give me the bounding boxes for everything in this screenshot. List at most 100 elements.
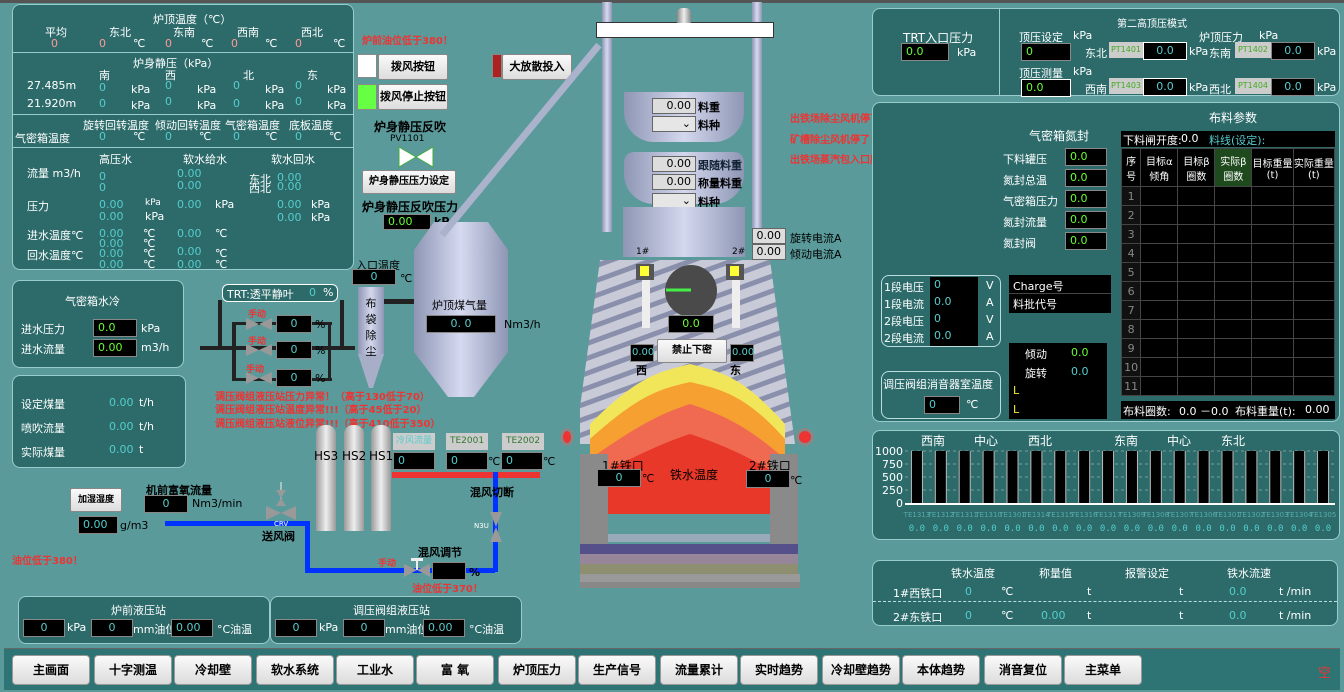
- big-release-button[interactable]: 大放散投入: [502, 54, 572, 80]
- silencer-value: 0: [924, 396, 960, 414]
- trt-valve-2-icon[interactable]: [246, 344, 272, 356]
- nav-button[interactable]: 实时趋势: [740, 655, 818, 685]
- data-label: 0.0: [1052, 524, 1068, 534]
- body-pressure-set-button[interactable]: 炉身静压压力设定: [362, 170, 456, 194]
- unit: kPa: [1317, 45, 1337, 58]
- nav-button[interactable]: 主画面: [12, 655, 90, 685]
- oxygen-flow-value: 0: [144, 495, 188, 513]
- elec-label: 2段电压: [884, 315, 924, 328]
- lower-type-label: 料种: [698, 196, 720, 209]
- nav-button[interactable]: 炉顶压力: [498, 655, 576, 685]
- soft-supply-pressure: 0.00: [177, 198, 202, 211]
- top-pressure-set-input[interactable]: 0: [1021, 43, 1071, 61]
- divider: [13, 52, 353, 53]
- alarm-dust-fan: 出铁场除尘风机停了！！！: [790, 114, 910, 125]
- bar-empty: [1103, 451, 1114, 503]
- distribution-footer: 布料圈数: 0.0 －0.0 布料重量(t): 0.00: [1121, 401, 1335, 419]
- hydraulic-temp-alarm: 调压阀组液压站温度异常!!!（高于45低于20）: [215, 405, 427, 416]
- airtight-temp-value: 0: [233, 130, 240, 143]
- stop-down-button[interactable]: 禁止下密: [657, 339, 727, 363]
- nav-button[interactable]: 软水系统: [256, 655, 334, 685]
- nav-button[interactable]: 工业水: [336, 655, 414, 685]
- table-cell: [1251, 243, 1294, 263]
- unit: kPa: [197, 83, 217, 96]
- iron-weigh: 0.00: [1041, 609, 1066, 622]
- body-back-title: 炉身静压反吹: [374, 120, 447, 134]
- x-tick-label: TE1309: [1118, 511, 1146, 519]
- unit: ℃: [215, 258, 228, 271]
- send-valve-icon[interactable]: [266, 506, 296, 520]
- unit: t: [139, 443, 144, 456]
- nav-button[interactable]: 消音复位: [984, 655, 1062, 685]
- blow-button[interactable]: 拨风按钮: [378, 54, 448, 80]
- station-oil-temp: 0.00: [171, 619, 213, 637]
- elec-label: 1段电流: [884, 298, 924, 311]
- pv1101-valve-icon[interactable]: [398, 146, 434, 168]
- dir-s: 南: [99, 69, 110, 82]
- rotate-value: 0.0: [1071, 365, 1089, 378]
- bag-filter-vessel: [358, 287, 384, 355]
- char: 布: [365, 297, 377, 310]
- x-tick-label: TE1308: [1142, 511, 1170, 519]
- nav-button[interactable]: 富 氧: [416, 655, 494, 685]
- blow-stop-button[interactable]: 拨风停止按钮: [378, 84, 448, 110]
- hp-out-temp: 0.00: [99, 247, 124, 260]
- table-cell: [1214, 205, 1253, 225]
- unit: t/h: [139, 420, 154, 433]
- nav-button[interactable]: 生产信号: [578, 655, 656, 685]
- data-label: 0.0: [1004, 524, 1020, 534]
- table-cell: [1177, 281, 1216, 301]
- dir: 西南: [1085, 83, 1107, 96]
- table-cell: [1251, 205, 1294, 225]
- row-index: 3: [1120, 224, 1142, 244]
- set-label: 顶压设定: [1019, 31, 1063, 44]
- airtight-cooling-panel: 气密箱水冷 进水压力 0.0 kPa 进水流量 0.00 m3/h: [12, 280, 184, 368]
- unit: ℃: [966, 398, 979, 411]
- trt-pipe: [328, 322, 331, 380]
- taphole-2-label: 2#铁口: [749, 459, 791, 473]
- unit: t: [1179, 585, 1184, 598]
- rings-label: 布料圈数:: [1123, 405, 1171, 418]
- nav-button[interactable]: 本体趋势: [902, 655, 980, 685]
- col-sw: 西南: [237, 26, 259, 39]
- data-label: 0.0: [933, 524, 949, 534]
- table-row: 5: [1120, 262, 1336, 282]
- trt-valve-3-value: 0: [276, 369, 312, 387]
- nav-button[interactable]: 冷却壁趋势: [822, 655, 900, 685]
- data-label: 0.0: [1219, 524, 1235, 534]
- x-tick-label: TE1301: [998, 511, 1026, 519]
- sensor-value: 0.0: [1271, 42, 1315, 60]
- stove-label: HS3: [314, 449, 339, 463]
- x-tick-label: TE1306: [1189, 511, 1217, 519]
- nav-button[interactable]: 主菜单: [1064, 655, 1142, 685]
- inlet-temp-value: 0: [352, 269, 396, 285]
- table-cell: [1140, 300, 1179, 320]
- iron-header: 称量值: [1039, 567, 1072, 580]
- left-status-panel: 炉顶温度（℃） 平均 东北 东南 西南 西北 0 0 ℃ 0 ℃ 0 ℃ 0 ℃…: [12, 4, 354, 271]
- vent-valve-icon[interactable]: [276, 482, 286, 506]
- limit-indicator: L: [1013, 384, 1020, 397]
- manual-label: 手动: [378, 559, 397, 569]
- mix-cut-valve-icon[interactable]: [490, 512, 502, 542]
- pressure-value: 0: [295, 79, 302, 92]
- mix-adjust-valve-icon[interactable]: [404, 558, 430, 578]
- unit: kPa: [311, 198, 331, 211]
- station-title: 炉前液压站: [111, 604, 166, 617]
- oil-370-alarm: 油位低于370！: [412, 584, 483, 595]
- nav-button[interactable]: 十字测温: [94, 655, 172, 685]
- unit: kPa: [145, 210, 165, 223]
- nav-button[interactable]: 流量累计: [660, 655, 738, 685]
- unit: kPa: [1189, 81, 1209, 94]
- table-header-row: 序号目标α倾角目标β圈数实际β圈数目标重量(t)实际重量(t): [1120, 148, 1336, 187]
- limit-indicator: L: [1013, 403, 1020, 416]
- send-valve-label: 送风阀: [262, 530, 295, 543]
- trt-valve-3-icon[interactable]: [246, 372, 272, 384]
- manual-label: 手动: [248, 337, 267, 347]
- table-cell: [1140, 186, 1179, 206]
- upper-type-select[interactable]: ⌄: [652, 116, 696, 132]
- trt-valve-1-icon[interactable]: [246, 318, 272, 330]
- nav-button[interactable]: 冷却壁: [174, 655, 252, 685]
- humidify-button[interactable]: 加湿湿度: [70, 488, 122, 512]
- trt-label: TRT:透平静叶: [227, 288, 294, 301]
- tilt-value: 0.0: [1071, 346, 1089, 359]
